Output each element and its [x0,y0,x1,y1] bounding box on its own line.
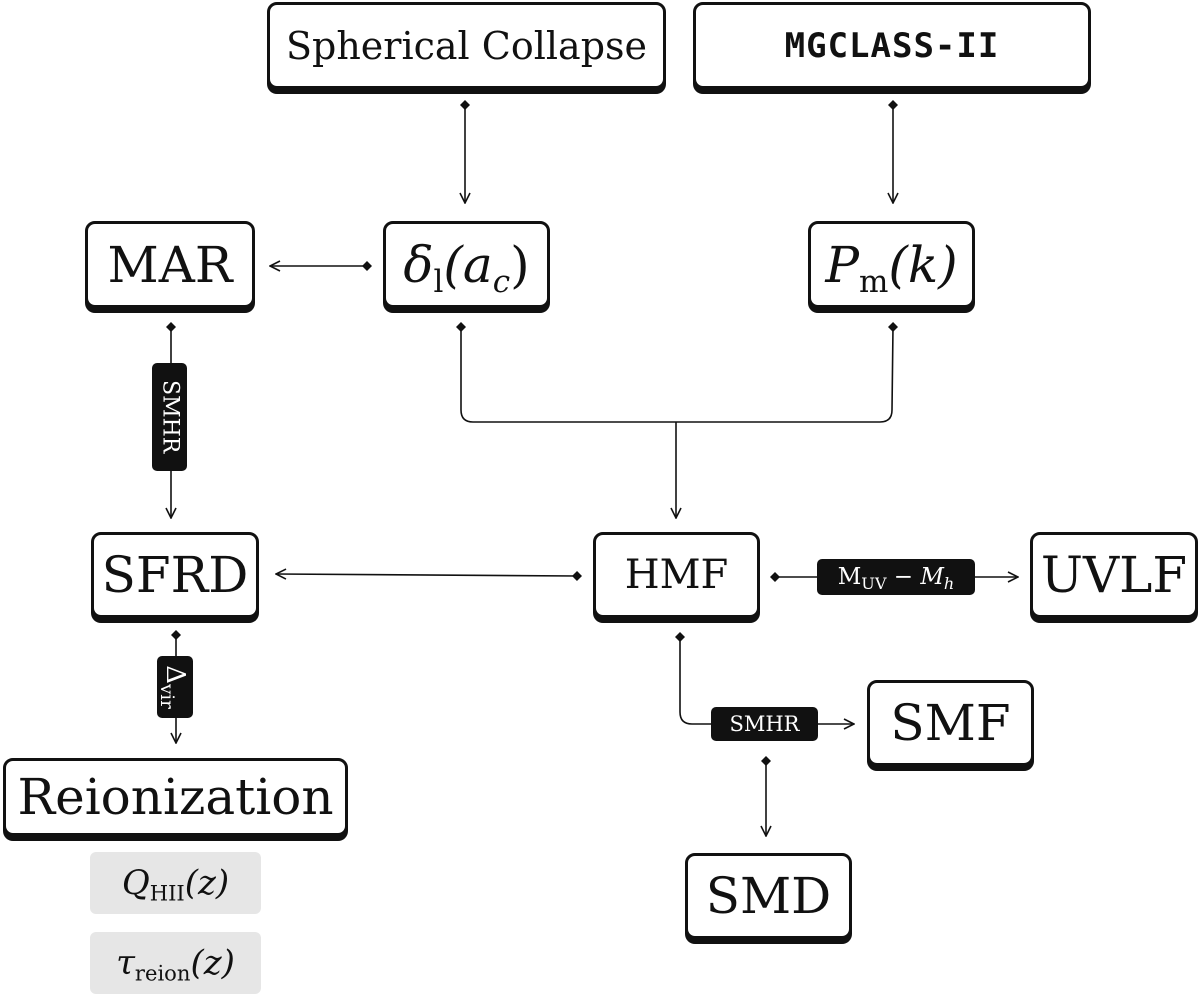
edge-delta-to-merge [456,322,676,423]
muv-subscript: UV [861,573,887,593]
hmf-node: HMF [593,532,760,618]
mh-subscript: h [943,573,955,593]
muv-minus: − [886,563,921,590]
reionization-label: Reionization [17,768,334,826]
uvlf-label: UVLF [1040,546,1188,604]
edge-pk-to-merge [676,322,898,423]
smhr-horizontal-label: SMHR [729,711,800,736]
pk-symbol: P [825,235,859,294]
muv-mh-label: MUV − Mh [837,563,955,591]
tau-argument: (z) [190,943,235,983]
delta-vir-tag: Δvir [156,656,193,718]
tau-reion-output: τreion(z) [90,932,261,994]
edge-hmf-to-smf [680,637,854,724]
uvlf-node: UVLF [1030,532,1198,618]
tau-symbol: τ [116,943,135,983]
power-spectrum-label: Pm(k) [825,240,957,297]
mh-symbol: M [920,563,944,590]
muv-symbol: M [837,563,862,590]
smhr-vertical-tag: SMHR [152,363,187,471]
reionization-node: Reionization [3,758,348,836]
mar-label: MAR [107,235,233,294]
smf-label: SMF [890,694,1011,752]
q-hii-label: QHII(z) [121,863,230,904]
q-argument: (z) [184,863,230,903]
pk-argument: (k) [888,235,958,294]
sfrd-node: SFRD [91,532,259,618]
tau-reion-label: τreion(z) [116,943,235,984]
delta-argument: (a [443,235,493,294]
mgclass-label: MGCLASS-II [784,25,1000,66]
spherical-collapse-node: Spherical Collapse [267,2,666,89]
delta-subscript: l [433,263,444,300]
edge-hmf-to-sfrd [276,574,577,576]
delta-vir-label: Δvir [156,665,191,709]
q-subscript: HII [149,880,185,906]
q-hii-output: QHII(z) [90,852,261,914]
spherical-collapse-label: Spherical Collapse [285,23,648,68]
mar-node: MAR [85,221,255,308]
smhr-vertical-label: SMHR [157,380,183,454]
power-spectrum-node: Pm(k) [808,221,975,308]
smd-node: SMD [685,853,852,939]
delta-close-paren: ) [510,235,530,294]
mgclass-node: MGCLASS-II [693,2,1091,89]
delta-node: δl(ac) [383,221,550,308]
smhr-horizontal-tag: SMHR [711,707,818,741]
delta-vir-subscript: vir [156,683,178,709]
delta-vir-symbol: Δ [160,665,191,684]
muv-mh-tag: MUV − Mh [817,559,975,595]
delta-symbol: δ [403,235,434,294]
sfrd-label: SFRD [101,546,249,604]
delta-argument-subscript: c [492,263,511,300]
hmf-label: HMF [624,552,729,598]
smf-node: SMF [867,680,1034,766]
pk-subscript: m [858,263,889,300]
q-symbol: Q [121,863,150,903]
tau-subscript: reion [134,960,191,986]
delta-label: δl(ac) [403,240,529,297]
smd-label: SMD [705,867,832,925]
